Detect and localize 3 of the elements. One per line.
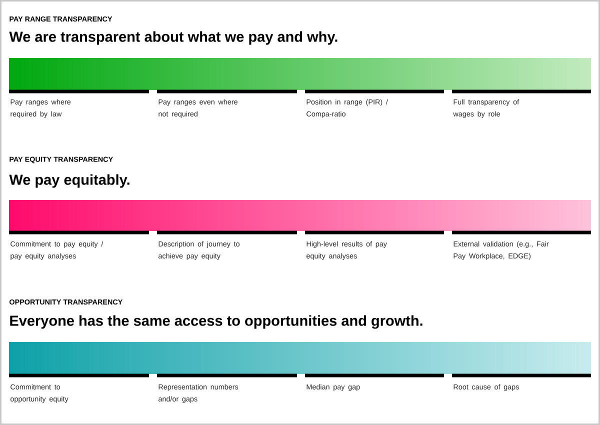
- gradient-bar: [9, 58, 591, 90]
- gradient-bar: [9, 342, 591, 374]
- gradient-bar: [9, 200, 591, 231]
